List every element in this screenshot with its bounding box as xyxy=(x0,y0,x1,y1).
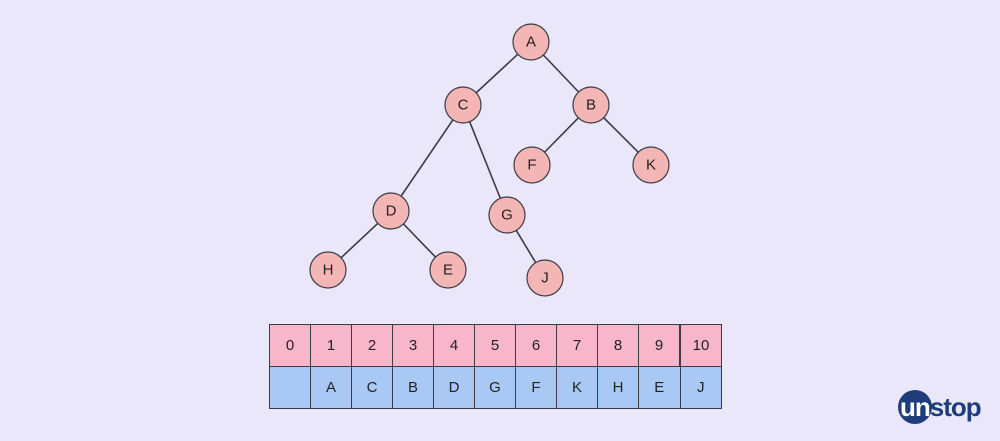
tree-node-b: B xyxy=(572,86,610,124)
tree-node-circle xyxy=(632,146,670,184)
tree-node-a: A xyxy=(512,23,550,61)
tree-node-circle xyxy=(572,86,610,124)
array-index-row: 0 1 2 3 4 5 6 7 8 9 10 xyxy=(269,324,722,367)
tree-node-circle xyxy=(309,251,347,289)
array-value-cell: J xyxy=(679,366,722,409)
array-index-cell: 4 xyxy=(433,324,475,367)
array-value-cell: A xyxy=(310,366,352,409)
array-representation-table: 0 1 2 3 4 5 6 7 8 9 10 A C B D G F K H E… xyxy=(269,324,722,409)
array-value-cell: D xyxy=(433,366,475,409)
tree-node-circle xyxy=(429,251,467,289)
tree-edge-c-g xyxy=(462,104,508,216)
tree-node-e: E xyxy=(429,251,467,289)
array-value-cell: E xyxy=(638,366,681,409)
tree-node-label: A xyxy=(526,34,536,51)
tree-node-label: C xyxy=(458,97,469,114)
array-index-cell: 0 xyxy=(269,324,311,367)
array-value-cell xyxy=(269,366,311,409)
array-index-cell: 8 xyxy=(597,324,639,367)
tree-edges xyxy=(327,41,652,279)
tree-node-circle xyxy=(512,23,550,61)
array-index-cell: 1 xyxy=(310,324,352,367)
tree-node-circle xyxy=(526,259,564,297)
tree-nodes: A C B F K D G H E J xyxy=(309,23,670,297)
array-value-cell: K xyxy=(556,366,598,409)
tree-node-k: K xyxy=(632,146,670,184)
tree-node-label: J xyxy=(541,270,549,287)
array-index-cell: 9 xyxy=(638,324,681,367)
array-value-cell: C xyxy=(351,366,393,409)
tree-node-label: K xyxy=(646,157,656,174)
logo-prefix: un xyxy=(900,392,931,422)
array-value-row: A C B D G F K H E J xyxy=(269,366,722,409)
tree-node-circle xyxy=(513,146,551,184)
tree-node-h: H xyxy=(309,251,347,289)
tree-node-label: E xyxy=(443,262,453,279)
array-index-cell: 2 xyxy=(351,324,393,367)
tree-node-g: G xyxy=(488,196,526,234)
tree-node-c: C xyxy=(444,86,482,124)
unstop-logo: unstop xyxy=(898,389,982,425)
array-index-cell: 10 xyxy=(679,324,722,367)
tree-node-f: F xyxy=(513,146,551,184)
tree-node-circle xyxy=(488,196,526,234)
array-index-cell: 5 xyxy=(474,324,516,367)
tree-node-label: F xyxy=(527,157,536,174)
array-value-cell: F xyxy=(515,366,557,409)
array-index-cell: 6 xyxy=(515,324,557,367)
tree-node-label: B xyxy=(586,97,596,114)
tree-node-j: J xyxy=(526,259,564,297)
tree-node-label: D xyxy=(386,203,397,220)
tree-edge-c-d xyxy=(390,104,464,212)
array-value-cell: B xyxy=(392,366,434,409)
tree-node-label: G xyxy=(501,207,513,224)
array-index-cell: 7 xyxy=(556,324,598,367)
tree-node-d: D xyxy=(372,192,410,230)
tree-node-circle xyxy=(372,192,410,230)
array-value-cell: G xyxy=(474,366,516,409)
logo-suffix: stop xyxy=(929,392,982,422)
array-index-cell: 3 xyxy=(392,324,434,367)
logo-circle-icon xyxy=(898,390,932,424)
array-value-cell: H xyxy=(597,366,639,409)
logo-wordmark: unstop xyxy=(898,389,982,425)
tree-node-label: H xyxy=(323,262,334,279)
tree-node-circle xyxy=(444,86,482,124)
